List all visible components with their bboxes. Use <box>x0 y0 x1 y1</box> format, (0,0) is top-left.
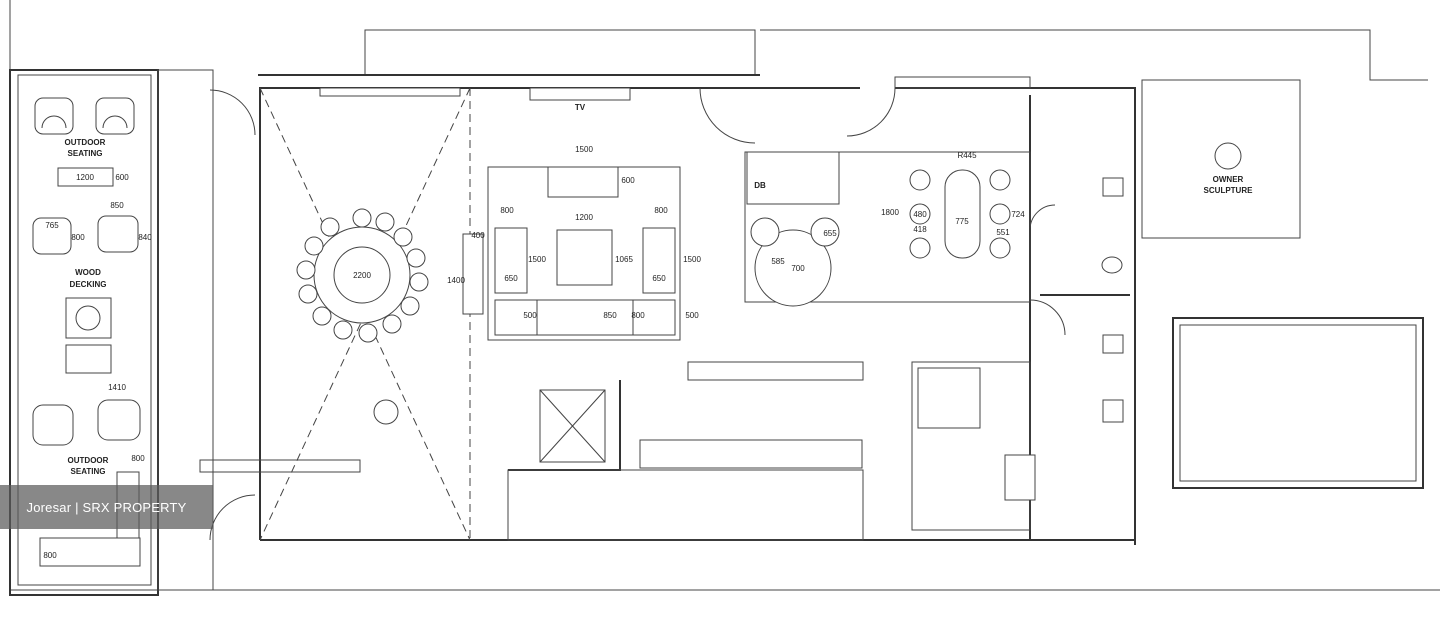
dim-sofa-table: 1200 <box>575 213 593 222</box>
outdoor-deck <box>9 69 214 596</box>
round-lounge-table <box>754 229 832 307</box>
basin <box>1102 334 1124 354</box>
dim-lounge-chair: 655 <box>823 229 837 238</box>
sofa <box>494 299 676 336</box>
watermark: Joresar | SRX PROPERTY <box>0 485 213 529</box>
label-owner: OWNER <box>1213 175 1244 184</box>
label-wood: WOOD <box>75 268 101 277</box>
outdoor-armchair <box>32 404 74 446</box>
fridge <box>917 367 981 429</box>
dim-side-panel-b: 400 <box>471 231 485 240</box>
dim-round-table: 2200 <box>353 271 371 280</box>
basin <box>1102 177 1124 197</box>
coffee-table <box>556 229 613 286</box>
dim-outdoor-bottom-c: 800 <box>43 551 57 560</box>
outdoor-armchair <box>32 217 72 255</box>
outdoor-armchair <box>97 399 141 441</box>
shower <box>1102 399 1124 423</box>
dim-dining-chair-a: 480 <box>913 210 927 219</box>
label-sculpture: SCULPTURE <box>1204 186 1254 195</box>
outdoor-armchair <box>95 97 135 135</box>
dim-dining-chair-b: 418 <box>913 225 927 234</box>
bench <box>65 344 112 374</box>
sculpture <box>373 399 399 425</box>
watermark-text: Joresar | SRX PROPERTY <box>26 499 187 515</box>
dining-area <box>199 87 484 541</box>
dim-dining-chair-d: 724 <box>1011 210 1025 219</box>
side-panel <box>462 233 484 315</box>
dim-armchair-right-w: 800 <box>654 206 668 215</box>
dim-armchair-left-w: 800 <box>500 206 514 215</box>
door <box>699 87 756 144</box>
door <box>209 494 256 541</box>
dim-outdoor-table-w: 1200 <box>76 173 94 182</box>
dining-chairs-right <box>909 169 1011 259</box>
dim-armchair-right-d: 650 <box>652 274 666 283</box>
bathrooms <box>1101 177 1124 423</box>
staircase <box>507 380 864 541</box>
dim-side-panel: 1400 <box>447 276 465 285</box>
wet-kitchen <box>911 361 1031 531</box>
armchair-right <box>642 227 676 294</box>
sink <box>1004 454 1036 501</box>
dim-sofa-b: 850 <box>603 311 617 320</box>
door <box>846 87 896 137</box>
living-room <box>487 166 681 341</box>
lounge <box>744 151 1031 307</box>
bench-horizontal <box>39 537 141 567</box>
outdoor-table <box>57 167 114 187</box>
armchair-left <box>494 227 528 294</box>
db-cabinet <box>746 151 840 205</box>
dim-sofa-c: 800 <box>631 311 645 320</box>
toilet <box>1101 256 1123 274</box>
dim-lounge-chair-b: 585 <box>771 257 785 266</box>
dim-outdoor-chair-c: 850 <box>110 201 124 210</box>
outdoor-armchair <box>97 215 139 253</box>
dining-chairs <box>296 208 429 343</box>
dim-dining-chair-c: 551 <box>996 228 1010 237</box>
doors <box>209 87 1066 541</box>
console <box>547 166 619 198</box>
dining-table-right <box>909 169 1011 259</box>
label-outdoor-seating-bottom-2: SEATING <box>71 467 106 476</box>
lounge-chair <box>810 217 840 247</box>
dim-coffee-h: 1065 <box>615 255 633 264</box>
tv-unit <box>319 87 631 101</box>
dim-dining-h: 1800 <box>881 208 899 217</box>
dim-living-left-h: 1500 <box>528 255 546 264</box>
label-decking: DECKING <box>70 280 107 289</box>
wood-decking-table <box>65 297 112 339</box>
dim-outdoor-bottom-a: 1410 <box>108 383 126 392</box>
dim-armchair-left-d: 650 <box>504 274 518 283</box>
dim-living-top: 1500 <box>575 145 593 154</box>
dim-dining-w: 775 <box>955 217 969 226</box>
counter <box>639 439 863 469</box>
owner-sculpture <box>1214 142 1242 170</box>
dim-outdoor-table-h: 600 <box>115 173 129 182</box>
island <box>687 361 864 381</box>
outdoor-armchair <box>34 97 74 135</box>
dim-outdoor-chair-b: 800 <box>71 233 85 242</box>
label-db: DB <box>754 181 766 190</box>
dim-dining-r: R445 <box>957 151 977 160</box>
dim-outdoor-chair-d: 840 <box>138 233 152 242</box>
door <box>1029 204 1056 231</box>
label-outdoor-seating-bottom: OUTDOOR <box>68 456 109 465</box>
dim-sofa-a: 500 <box>523 311 537 320</box>
kitchen <box>639 361 1036 531</box>
dim-outdoor-bottom-b: 800 <box>131 454 145 463</box>
label-tv: TV <box>575 103 586 112</box>
dim-living-top-v: 600 <box>621 176 635 185</box>
dim-round-lounge: 700 <box>791 264 805 273</box>
oval-dining-table <box>944 169 981 259</box>
label-outdoor-seating-top-2: SEATING <box>68 149 103 158</box>
dim-living-right-bottom: 500 <box>685 311 699 320</box>
label-outdoor-seating-top: OUTDOOR <box>65 138 106 147</box>
door <box>1029 299 1066 336</box>
door <box>209 89 256 136</box>
dim-living-right-h: 1500 <box>683 255 701 264</box>
dim-outdoor-chair-a: 765 <box>45 221 59 230</box>
lounge-chair <box>750 217 780 247</box>
